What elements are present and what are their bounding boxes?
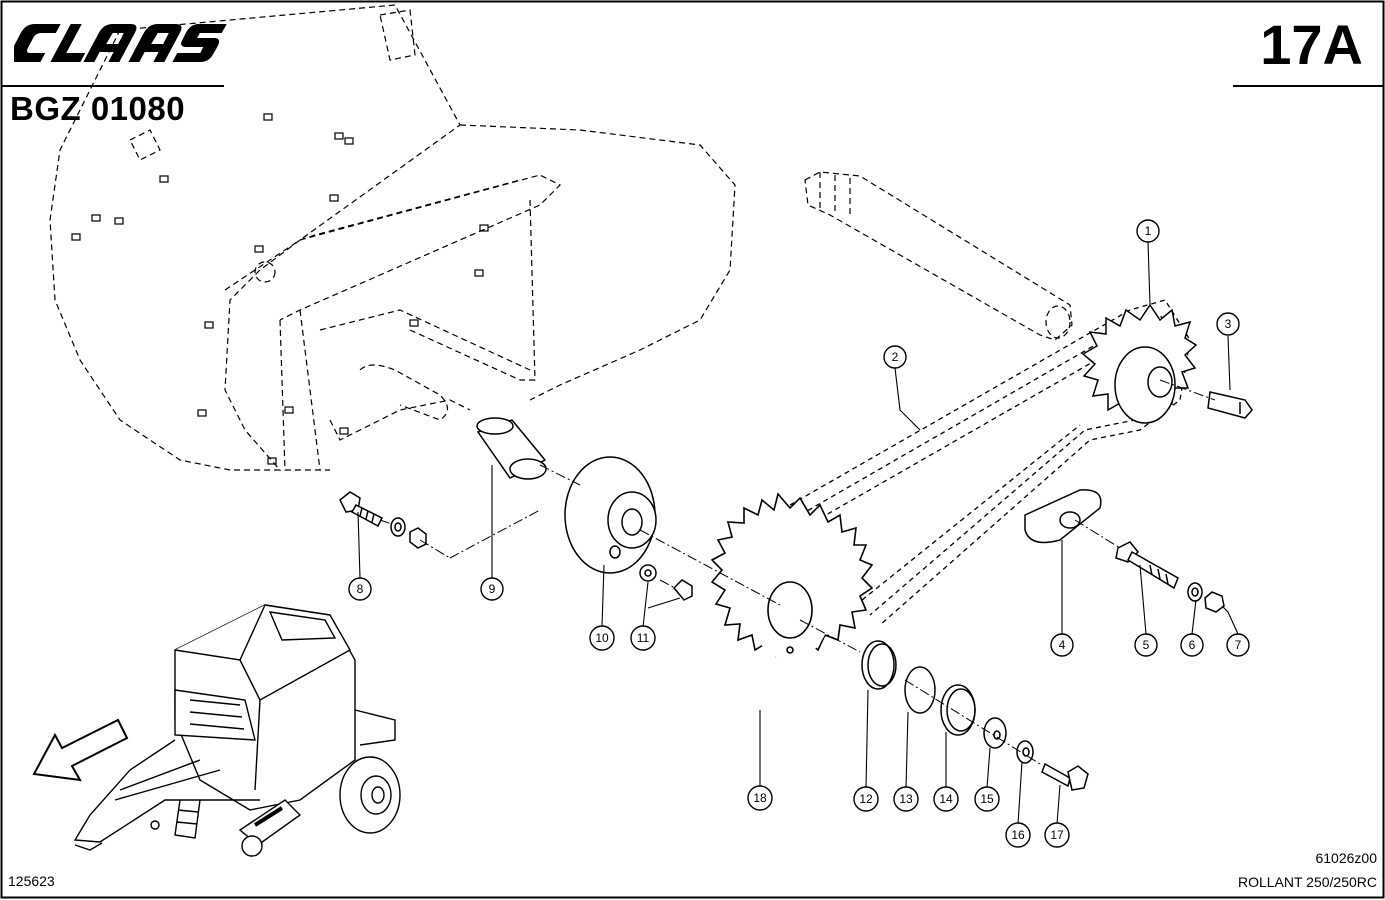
bolt-assembly-left <box>339 491 427 549</box>
baler-location-thumbnail <box>73 604 401 857</box>
travel-direction-arrow-icon <box>32 718 129 782</box>
image-reference: 125623 <box>8 873 55 889</box>
callout-label: 4 <box>1059 638 1066 652</box>
callout-label: 17 <box>1050 828 1064 842</box>
model-name: ROLLANT 250/250RC <box>1237 874 1377 890</box>
callout-label: 18 <box>753 791 767 805</box>
hub-flange <box>564 456 657 574</box>
seal-rings <box>861 640 1089 791</box>
callout-leaders <box>357 241 1239 825</box>
callout-label: 6 <box>1189 638 1196 652</box>
callout-17 <box>1044 822 1070 848</box>
callout-label: 8 <box>357 582 364 596</box>
callout-label: 9 <box>489 582 496 596</box>
callout-2 <box>883 345 907 369</box>
spacer-parts <box>639 564 693 601</box>
sheet-number: 17A <box>1260 13 1363 76</box>
callout-16 <box>1005 822 1031 848</box>
callout-11 <box>630 625 656 651</box>
callout-6 <box>1180 633 1204 657</box>
callout-label: 11 <box>637 631 650 645</box>
callout-13 <box>893 786 919 812</box>
sprocket-small <box>1081 303 1198 424</box>
callout-labels: 1 2 3 4 5 6 7 8 9 10 11 12 13 14 15 16 1… <box>357 224 1242 842</box>
drive-shaft-outline <box>804 171 1073 341</box>
callout-4 <box>1050 633 1074 657</box>
callout-12 <box>853 786 879 812</box>
callout-3 <box>1216 312 1240 336</box>
sprocket-large <box>710 492 874 660</box>
bush-part <box>476 417 547 480</box>
callout-10 <box>589 625 615 651</box>
callout-label: 5 <box>1143 638 1150 652</box>
key-part <box>1207 391 1253 419</box>
callout-1 <box>1136 219 1160 243</box>
callout-label: 15 <box>980 792 994 806</box>
callout-18 <box>747 785 773 811</box>
claas-logo <box>14 24 227 62</box>
callout-9 <box>480 577 504 601</box>
drawing-code: 61026z00 <box>1315 850 1377 866</box>
bolt-assembly-right <box>1115 541 1225 613</box>
callout-label: 1 <box>1145 224 1152 238</box>
assembly-axes <box>379 379 1216 765</box>
callout-label: 12 <box>859 792 873 806</box>
callout-label: 16 <box>1011 828 1025 842</box>
callout-label: 3 <box>1225 317 1232 331</box>
callout-5 <box>1134 633 1158 657</box>
callout-label: 10 <box>595 631 609 645</box>
callout-label: 7 <box>1235 638 1242 652</box>
callout-14 <box>933 786 959 812</box>
callout-7 <box>1226 633 1250 657</box>
frame-hole-marks <box>71 113 489 465</box>
group-code-title: BGZ 01080 <box>10 90 186 127</box>
callout-15 <box>974 786 1000 812</box>
callout-markers <box>348 219 1250 848</box>
callout-8 <box>348 577 372 601</box>
baler-frame-outline <box>49 4 736 471</box>
callout-label: 13 <box>899 792 913 806</box>
callout-label: 2 <box>892 350 899 364</box>
chain-tensioner <box>1024 489 1102 544</box>
callout-label: 14 <box>939 792 953 806</box>
